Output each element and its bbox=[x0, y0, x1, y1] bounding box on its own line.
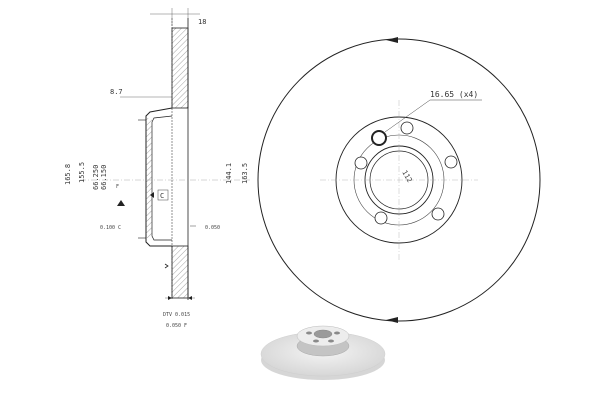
dim-outer-height-text: 165.8 bbox=[64, 164, 72, 185]
disc-3d-bolt-hole-3 bbox=[313, 339, 319, 343]
rotation-arrow-bottom bbox=[386, 317, 398, 323]
dim-hat-text: 144.1 bbox=[225, 163, 233, 184]
tol-right-text: 0.050 bbox=[205, 225, 220, 231]
ring-section-bottom bbox=[171, 245, 189, 299]
hole-spec-leader bbox=[384, 99, 431, 133]
datum-f-label: F bbox=[116, 184, 119, 190]
disc-3d-view bbox=[260, 325, 386, 380]
dim-bore-min-text: 66.150 bbox=[100, 165, 108, 190]
runout-text: 0.050 F bbox=[166, 323, 187, 329]
rotation-arrow-top bbox=[386, 37, 398, 43]
disc-3d-center-bore bbox=[313, 329, 333, 339]
dim-inner-height-text: 155.5 bbox=[78, 162, 86, 183]
ring-section-top bbox=[171, 27, 189, 109]
datum-c-box bbox=[157, 189, 169, 201]
bolt-hole-bottom-right bbox=[431, 207, 445, 221]
dim-bore-max-text: 66.250 bbox=[92, 165, 100, 190]
dim-bottom-arrow-left bbox=[168, 296, 172, 300]
datum-c-arrow bbox=[150, 192, 154, 198]
hat-wall-hatch bbox=[146, 118, 152, 238]
hole-spec-text: 16.65 (x4) bbox=[430, 90, 478, 99]
bolt-hole-left bbox=[354, 156, 368, 170]
bolt-hole-right bbox=[444, 155, 458, 169]
bolt-hole-top bbox=[400, 121, 414, 135]
dim-bottom-arrow-right bbox=[188, 296, 192, 300]
bolt-hole-bottom-left bbox=[374, 211, 388, 225]
section-view: 18 8.7 165.8 155.5 66.250 66.150 144.1 1… bbox=[64, 8, 270, 329]
disc-3d-bolt-hole-4 bbox=[328, 339, 334, 343]
tol-left-text: 0.100 C bbox=[100, 225, 121, 231]
datum-c-label: C bbox=[160, 192, 164, 200]
dim-mid-text: 163.5 bbox=[241, 163, 249, 184]
disc-3d-bolt-hole-2 bbox=[334, 331, 340, 335]
datum-marker bbox=[164, 263, 169, 269]
disc-3d-bolt-hole-1 bbox=[306, 331, 312, 335]
bolt-hole-highlighted bbox=[371, 130, 387, 146]
datum-f-arrow bbox=[117, 200, 125, 206]
hat-profile-inner bbox=[151, 115, 173, 241]
dtv-text: DTV 0.015 bbox=[163, 312, 190, 318]
front-view: 16.65 (x4) 112 bbox=[257, 37, 541, 323]
dim-thickness-text: 18 bbox=[198, 18, 206, 26]
dim-offset-text: 8.7 bbox=[110, 88, 123, 96]
